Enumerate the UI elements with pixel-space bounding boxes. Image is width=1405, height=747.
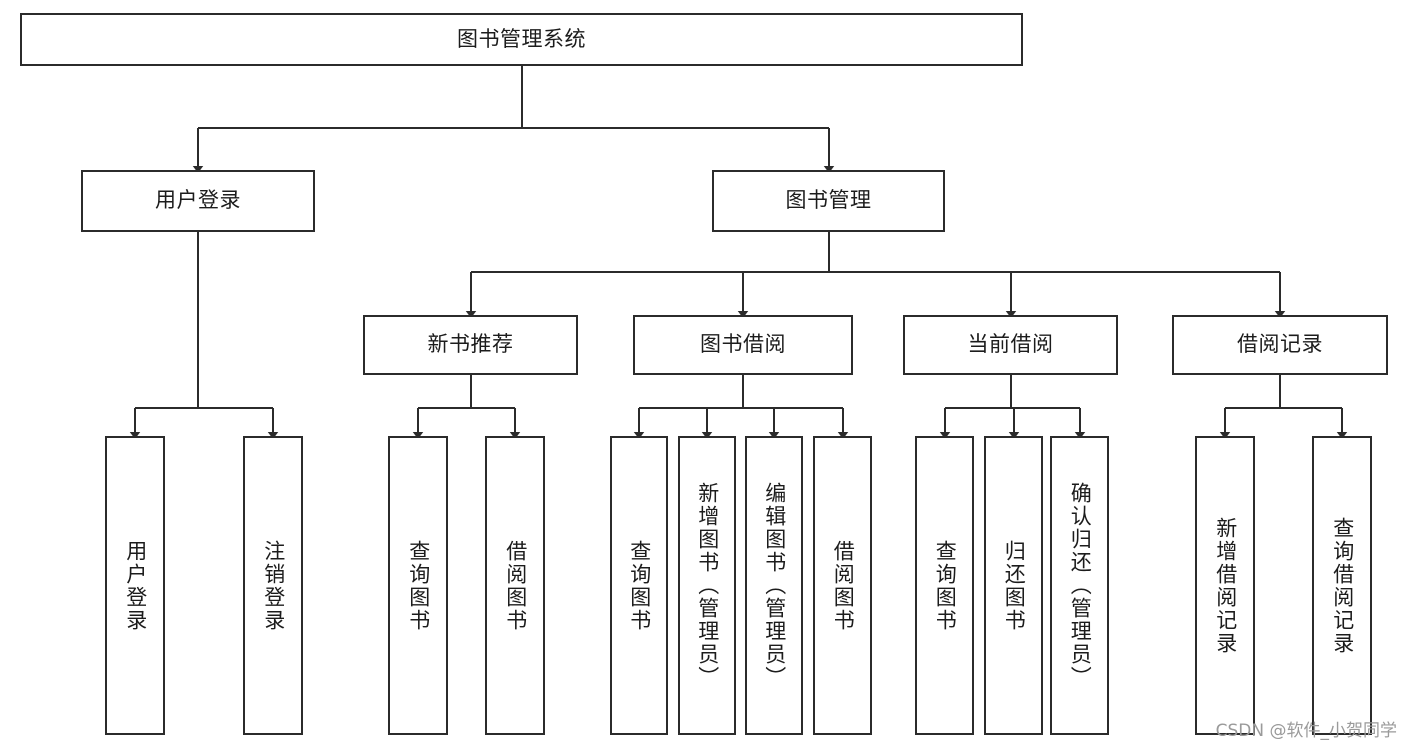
node-leaf-8[interactable]: 借阅图书 xyxy=(813,436,872,735)
node-leaf-5[interactable]: 查询图书 xyxy=(610,436,668,735)
node-label-cur-borrow: 当前借阅 xyxy=(967,332,1054,357)
node-leaf-12[interactable]: 新增借阅记录 xyxy=(1195,436,1255,735)
node-book-borrow[interactable]: 图书借阅 xyxy=(633,315,853,375)
node-label-borrow-record: 借阅记录 xyxy=(1237,332,1323,357)
node-new-book-rec[interactable]: 新书推荐 xyxy=(363,315,578,375)
node-book-mgmt[interactable]: 图书管理 xyxy=(712,170,945,232)
node-label-leaf-11: 确认归还（管理员） xyxy=(1068,482,1093,689)
node-leaf-10[interactable]: 归还图书 xyxy=(984,436,1043,735)
node-label-leaf-7: 编辑图书（管理员） xyxy=(762,482,787,689)
node-label-user-login: 用户登录 xyxy=(155,188,241,213)
node-leaf-1[interactable]: 用户登录 xyxy=(105,436,165,735)
node-label-leaf-4: 借阅图书 xyxy=(503,539,528,632)
node-label-leaf-9: 查询图书 xyxy=(933,539,958,632)
node-leaf-6[interactable]: 新增图书（管理员） xyxy=(678,436,736,735)
node-label-new-book-rec: 新书推荐 xyxy=(427,332,514,357)
node-leaf-4[interactable]: 借阅图书 xyxy=(485,436,545,735)
connector-group xyxy=(129,66,1348,439)
node-leaf-13[interactable]: 查询借阅记录 xyxy=(1312,436,1372,735)
node-user-login[interactable]: 用户登录 xyxy=(81,170,315,232)
node-leaf-3[interactable]: 查询图书 xyxy=(388,436,448,735)
node-label-leaf-8: 借阅图书 xyxy=(831,539,856,632)
node-label-leaf-13: 查询借阅记录 xyxy=(1330,516,1355,655)
node-leaf-11[interactable]: 确认归还（管理员） xyxy=(1050,436,1109,735)
node-label-leaf-5: 查询图书 xyxy=(627,539,652,632)
node-root[interactable]: 图书管理系统 xyxy=(20,13,1023,66)
node-leaf-7[interactable]: 编辑图书（管理员） xyxy=(745,436,803,735)
node-label-leaf-6: 新增图书（管理员） xyxy=(695,482,720,689)
node-leaf-9[interactable]: 查询图书 xyxy=(915,436,974,735)
node-label-leaf-2: 注销登录 xyxy=(261,539,286,632)
node-label-leaf-3: 查询图书 xyxy=(406,539,431,632)
node-cur-borrow[interactable]: 当前借阅 xyxy=(903,315,1118,375)
node-label-book-borrow: 图书借阅 xyxy=(700,332,786,357)
node-label-book-mgmt: 图书管理 xyxy=(785,188,872,213)
node-borrow-record[interactable]: 借阅记录 xyxy=(1172,315,1388,375)
node-label-root: 图书管理系统 xyxy=(457,26,586,51)
node-label-leaf-1: 用户登录 xyxy=(123,539,148,632)
node-label-leaf-10: 归还图书 xyxy=(1002,539,1027,632)
node-leaf-2[interactable]: 注销登录 xyxy=(243,436,303,735)
node-label-leaf-12: 新增借阅记录 xyxy=(1213,516,1238,655)
